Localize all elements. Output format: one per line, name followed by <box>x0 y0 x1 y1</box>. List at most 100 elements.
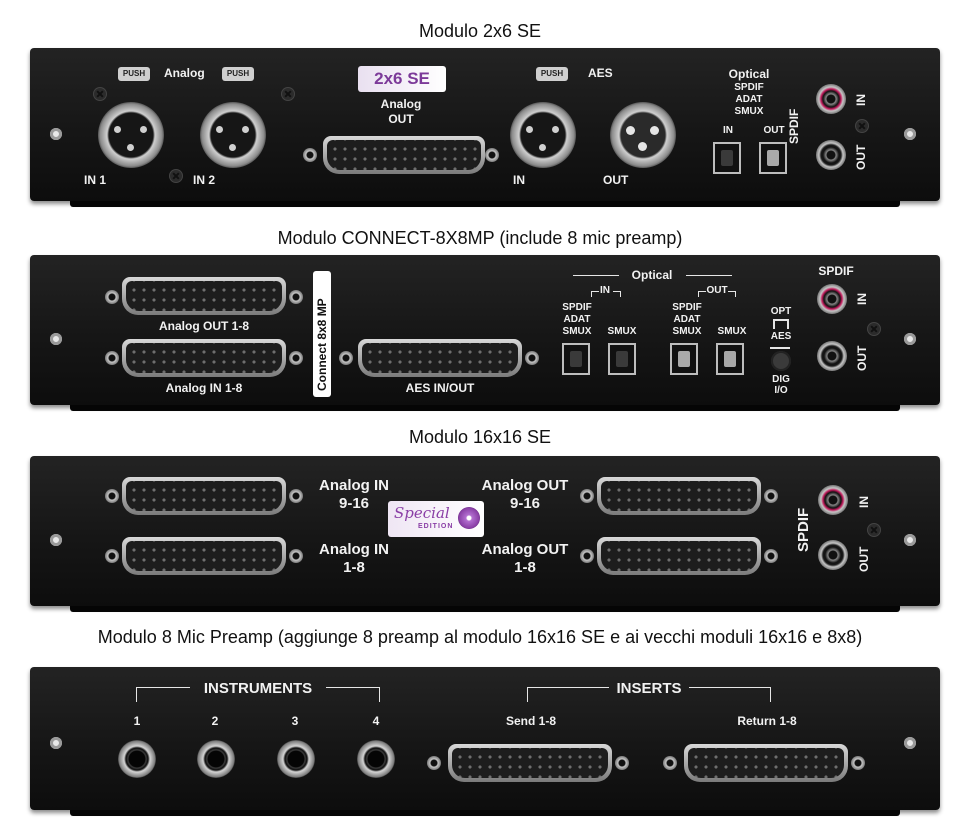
spdif-side-label: SPDIF <box>787 108 801 144</box>
dsub25-analog-out-9-16[interactable] <box>597 477 761 515</box>
optical-out-port[interactable] <box>759 142 787 174</box>
optical-in-port[interactable] <box>713 142 741 174</box>
rca-out-label: OUT <box>854 144 868 170</box>
special-text: Special <box>394 504 450 522</box>
dig-io-button[interactable] <box>771 351 791 371</box>
hex-standoff-icon <box>289 290 303 304</box>
module-title-connect: Modulo CONNECT-8X8MP (include 8 mic prea… <box>277 228 683 248</box>
hex-standoff-icon <box>525 351 539 365</box>
xlr-aes-in[interactable] <box>510 102 576 168</box>
instrument-jack-1[interactable] <box>118 740 156 778</box>
edition-text: EDITION <box>418 523 454 530</box>
out-spdif-label: SPDIF <box>672 302 702 313</box>
hex-standoff-icon <box>580 549 594 563</box>
return-label: Return 1-8 <box>737 714 797 728</box>
in2-label: IN 2 <box>193 173 216 187</box>
mount-hole-right <box>904 534 916 546</box>
optical-in-port-2[interactable] <box>608 343 636 375</box>
instrument-jack-3[interactable] <box>277 740 315 778</box>
module-title-16x16: Modulo 16x16 SE <box>408 427 552 447</box>
spdif-side-label: SPDIF <box>795 507 812 552</box>
dsub25-aes-io[interactable] <box>358 339 522 377</box>
xlr-input-1[interactable] <box>98 102 164 168</box>
instrument-1-label: 1 <box>133 714 141 728</box>
analog-in-1-8-label-a: Analog IN <box>319 541 389 558</box>
hex-standoff-icon <box>485 148 499 162</box>
dsub25-send[interactable] <box>448 744 612 782</box>
spdif-rca-in[interactable] <box>817 284 847 314</box>
optical-in-label: IN <box>600 285 610 296</box>
optical-out-port-2[interactable] <box>716 343 744 375</box>
hex-standoff-icon <box>427 756 441 770</box>
dig-label: DIG <box>772 374 790 385</box>
analog-in-1-8-label: Analog IN 1-8 <box>165 381 243 395</box>
bracket-tick <box>527 687 528 702</box>
push-latch-aes[interactable]: PUSH <box>536 67 568 81</box>
mount-hole-right <box>904 128 916 140</box>
inserts-bracket-line <box>527 687 609 688</box>
analog-out-label-1: Analog <box>380 97 422 111</box>
dsub25-return[interactable] <box>684 744 848 782</box>
instrument-4-label: 4 <box>372 714 380 728</box>
hex-standoff-icon <box>105 489 119 503</box>
aes-io-label: AES IN/OUT <box>405 381 475 395</box>
analog-in-1-8-label-b: 1-8 <box>343 559 365 576</box>
push-latch-2[interactable]: PUSH <box>222 67 254 81</box>
optical-out-port-1[interactable] <box>670 343 698 375</box>
dsub25-analog-in[interactable] <box>122 339 286 377</box>
dsub25-analog-in-1-8[interactable] <box>122 537 286 575</box>
panel-connect-8x8mp: Analog OUT 1-8 Analog IN 1-8 Connect 8x8… <box>30 255 940 411</box>
special-edition-badge: Special EDITION <box>388 501 484 537</box>
2x6-se-badge: 2x6 SE <box>358 66 446 92</box>
dsub25-analog-in-9-16[interactable] <box>122 477 286 515</box>
instrument-jack-4[interactable] <box>357 740 395 778</box>
dsub25-analog-out[interactable] <box>122 277 286 315</box>
rca-in-label: IN <box>854 94 868 106</box>
bracket-tick <box>698 291 699 297</box>
in-adat-label: ADAT <box>563 314 591 325</box>
screw-icon <box>856 120 868 132</box>
inserts-label: INSERTS <box>616 680 682 697</box>
xlr-aes-out[interactable] <box>610 102 676 168</box>
rca-out-label: OUT <box>855 345 869 371</box>
bracket-tick <box>620 291 621 297</box>
bracket-line <box>698 291 706 292</box>
analog-out-label-2: OUT <box>388 112 414 126</box>
mount-hole-right <box>904 333 916 345</box>
out-smux-only-label: SMUX <box>717 326 747 337</box>
screw-icon <box>868 524 880 536</box>
hex-standoff-icon <box>764 489 778 503</box>
push-latch-1[interactable]: PUSH <box>118 67 150 81</box>
instrument-jack-2[interactable] <box>197 740 235 778</box>
screw-icon <box>94 88 106 100</box>
instrument-3-label: 3 <box>291 714 299 728</box>
hex-standoff-icon <box>289 351 303 365</box>
bracket-tick <box>379 687 380 702</box>
bracket-tick <box>591 291 592 297</box>
instruments-bracket-line <box>136 687 190 688</box>
optical-out-label: OUT <box>706 285 728 296</box>
spdif-rca-out[interactable] <box>816 140 846 170</box>
module-title-8mic: Modulo 8 Mic Preamp (aggiunge 8 preamp a… <box>97 627 863 647</box>
module-title-2x6: Modulo 2x6 SE <box>418 21 542 41</box>
aes-out-label: OUT <box>603 173 629 187</box>
dsub25-analog-out-1-8[interactable] <box>597 537 761 575</box>
hex-standoff-icon <box>339 351 353 365</box>
bracket-line <box>591 291 599 292</box>
inserts-bracket-line <box>689 687 771 688</box>
opt-waveform-icon <box>773 319 789 329</box>
spdif-rca-in[interactable] <box>818 485 848 515</box>
mount-hole-left <box>50 534 62 546</box>
spdif-rca-in[interactable] <box>816 84 846 114</box>
spdif-rca-out[interactable] <box>817 341 847 371</box>
mount-hole-right <box>904 737 916 749</box>
bracket-tick <box>735 291 736 297</box>
xlr-input-2[interactable] <box>200 102 266 168</box>
optical-in-port-1[interactable] <box>562 343 590 375</box>
bracket-line <box>613 291 621 292</box>
analog-out-1-8-label-b: 1-8 <box>514 559 536 576</box>
spdif-rca-out[interactable] <box>818 540 848 570</box>
dsub25-analog-out[interactable] <box>323 136 485 174</box>
optical-label: Optical <box>631 268 673 282</box>
optical-out-label: OUT <box>763 125 785 136</box>
